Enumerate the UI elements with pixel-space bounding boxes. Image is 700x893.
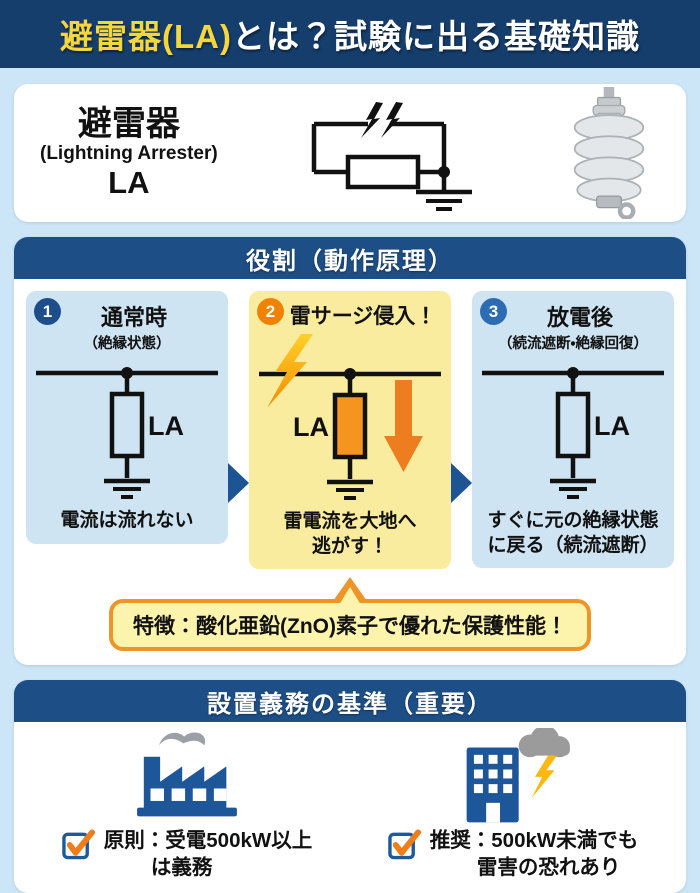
step-1-title: 通常時 [100, 305, 167, 330]
feature-callout: 特徴：酸化亜鉛(ZnO)素子で優れた保護性能！ [26, 577, 674, 652]
criteria-body: 原則：受電500kW以上 は義務 [14, 722, 686, 893]
arrester-name-en: (Lightning Arrester) [40, 143, 218, 165]
checkbox-icon [388, 829, 421, 860]
surge-down-arrow-icon [384, 380, 423, 472]
spark-gap-slashes [361, 102, 404, 138]
step-3-subtitle: （続流遮断・絶縁回復） [498, 336, 648, 352]
principle-rule-label: 原則：受電500kW以上 は義務 [103, 829, 313, 879]
factory-icon [137, 732, 237, 817]
page-title-highlight: 避雷器(LA) [60, 18, 232, 55]
cloud-lightning-icon [531, 756, 557, 799]
step-normal-panel: 1 通常時 （絶縁状態） LA [26, 291, 228, 544]
step-surge-panel: 2 雷サージ侵入！ [249, 291, 451, 570]
step-3-circuit-icon: LA [482, 367, 664, 499]
principle-steps: 1 通常時 （絶縁状態） LA [26, 291, 674, 570]
flow-arrow-icon [451, 463, 472, 503]
feature-note: 特徴：酸化亜鉛(ZnO)素子で優れた保護性能！ [109, 599, 591, 652]
page-title-rest: とは？試験に出る基礎知識 [231, 18, 640, 55]
recommend-rule-label: 推奨：500kW未満でも 雷害の恐れあり [429, 829, 639, 879]
flow-arrow-icon [228, 463, 249, 503]
criteria-section: 設置義務の基準（重要） [14, 680, 686, 893]
page-title: 避雷器(LA)とは？試験に出る基礎知識 [0, 0, 700, 68]
step-2-badge: 2 [257, 298, 284, 325]
step-2-caption: 雷電流を大地へ 逃がす！ [283, 511, 417, 557]
arrester-photo-icon [573, 87, 645, 219]
arrester-circuit-symbol-icon [312, 102, 473, 211]
principle-body: 1 通常時 （絶縁状態） LA [14, 279, 686, 666]
svg-text:LA: LA [293, 412, 329, 442]
checkbox-icon [62, 829, 95, 860]
step-2-circuit-icon: LA [259, 334, 441, 500]
step-3-caption: すぐに元の絶縁状態 に戻る（続流遮断） [487, 510, 659, 556]
criteria-heading: 設置義務の基準（重要） [14, 680, 686, 723]
step-1-circuit-icon: LA [36, 367, 218, 499]
arrester-abbr: LA [108, 165, 150, 201]
step-after-panel: 3 放電後 （続流遮断・絶縁回復） L [472, 291, 674, 569]
junction-dot [438, 166, 451, 178]
step-1-caption: 電流は流れない [60, 510, 194, 531]
principle-heading: 役割（動作原理） [14, 237, 686, 279]
step-3-title: 放電後 [546, 305, 613, 330]
step-3-badge: 3 [480, 298, 507, 325]
arrester-name-block: 避雷器 (Lightning Arrester) LA [40, 105, 218, 201]
principle-section: 役割（動作原理） 1 通常時 （絶縁状態） [14, 237, 686, 666]
arrester-name-jp: 避雷器 [77, 104, 180, 143]
storm-cloud-icon [518, 728, 570, 758]
intro-card: 避雷器 (Lightning Arrester) LA [14, 84, 686, 222]
step-2-title: 雷サージ侵入！ [289, 305, 437, 328]
criteria-item-recommend: 推奨：500kW未満でも 雷害の恐れあり [350, 728, 676, 880]
svg-text:LA: LA [594, 411, 630, 441]
svg-text:LA: LA [148, 411, 184, 441]
building-storm-icon [466, 728, 570, 823]
step-1-subtitle: （絶縁状態） [83, 336, 171, 352]
criteria-item-principle: 原則：受電500kW以上 は義務 [24, 728, 350, 880]
lightning-bolt-icon [267, 334, 313, 408]
step-1-badge: 1 [34, 298, 61, 325]
